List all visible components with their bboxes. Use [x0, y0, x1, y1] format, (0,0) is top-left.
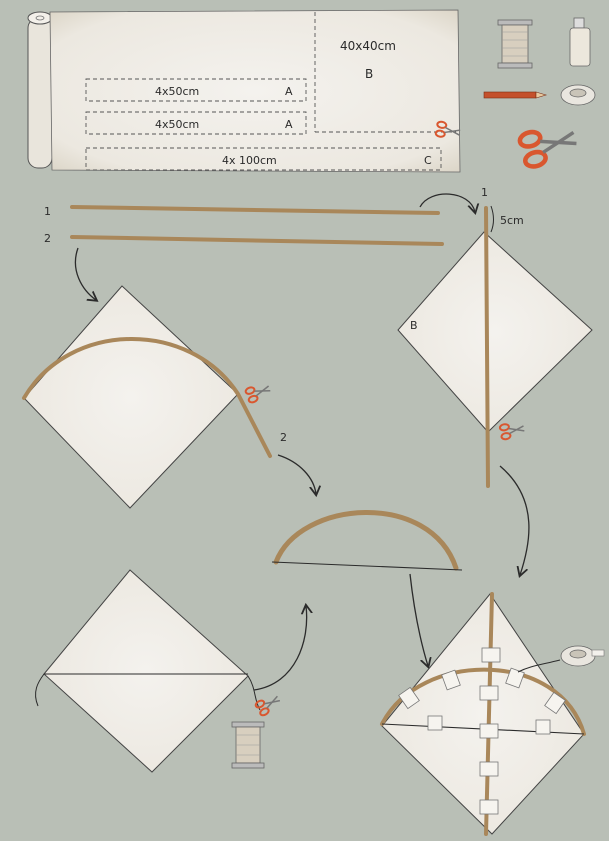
paper-roll-icon	[28, 12, 52, 168]
scissors-icon	[255, 692, 283, 717]
arrow-bend-to-arc	[278, 455, 316, 494]
offset-measure: 5cm	[500, 214, 524, 227]
diamond-with-string	[36, 570, 260, 772]
glue-bottle-icon	[570, 18, 590, 66]
stick-1	[72, 207, 438, 213]
arrow-spine-to-final	[500, 466, 529, 575]
tape-roll-icon	[561, 85, 595, 105]
diamond-sail-b: B	[398, 208, 592, 486]
offset-bracket	[491, 206, 494, 232]
tape-roll-icon	[561, 646, 604, 666]
piece-b-size: 40x40cm	[340, 39, 396, 53]
pencil-icon	[484, 92, 546, 98]
bow-stick	[272, 512, 462, 570]
piece-a1-letter: A	[285, 85, 293, 98]
piece-a1-size: 4x50cm	[155, 85, 199, 98]
thread-spool-icon	[498, 20, 532, 68]
stick-1-number: 1	[44, 205, 51, 218]
piece-a2-letter: A	[285, 118, 293, 131]
scissors-icon	[499, 421, 525, 440]
assembled-kite	[382, 594, 584, 834]
arrow-string-to-arc	[254, 606, 307, 690]
thread-spool-icon	[232, 722, 264, 768]
stick-2-number: 2	[44, 232, 51, 245]
bent-stick-number: 2	[280, 431, 287, 444]
arrow-stick1-to-sail	[420, 194, 475, 212]
arrow-arc-to-final	[410, 574, 428, 666]
diamond-bend-stick	[24, 286, 270, 508]
piece-b-letter: B	[365, 67, 373, 81]
top-stick-number: 1	[481, 186, 488, 199]
stick-2	[72, 237, 442, 244]
piece-c-size: 4x 100cm	[222, 154, 277, 167]
scissors-icon	[518, 121, 579, 168]
sail-letter-b: B	[410, 319, 418, 332]
piece-a2-size: 4x50cm	[155, 118, 199, 131]
scissors-icon	[245, 381, 272, 403]
paper-sheet: 4x50cm A 4x50cm A 40x40cm B 4x 100cm C	[28, 10, 461, 172]
piece-c-letter: C	[424, 154, 432, 167]
arrow-stick2-to-bend	[75, 248, 96, 300]
